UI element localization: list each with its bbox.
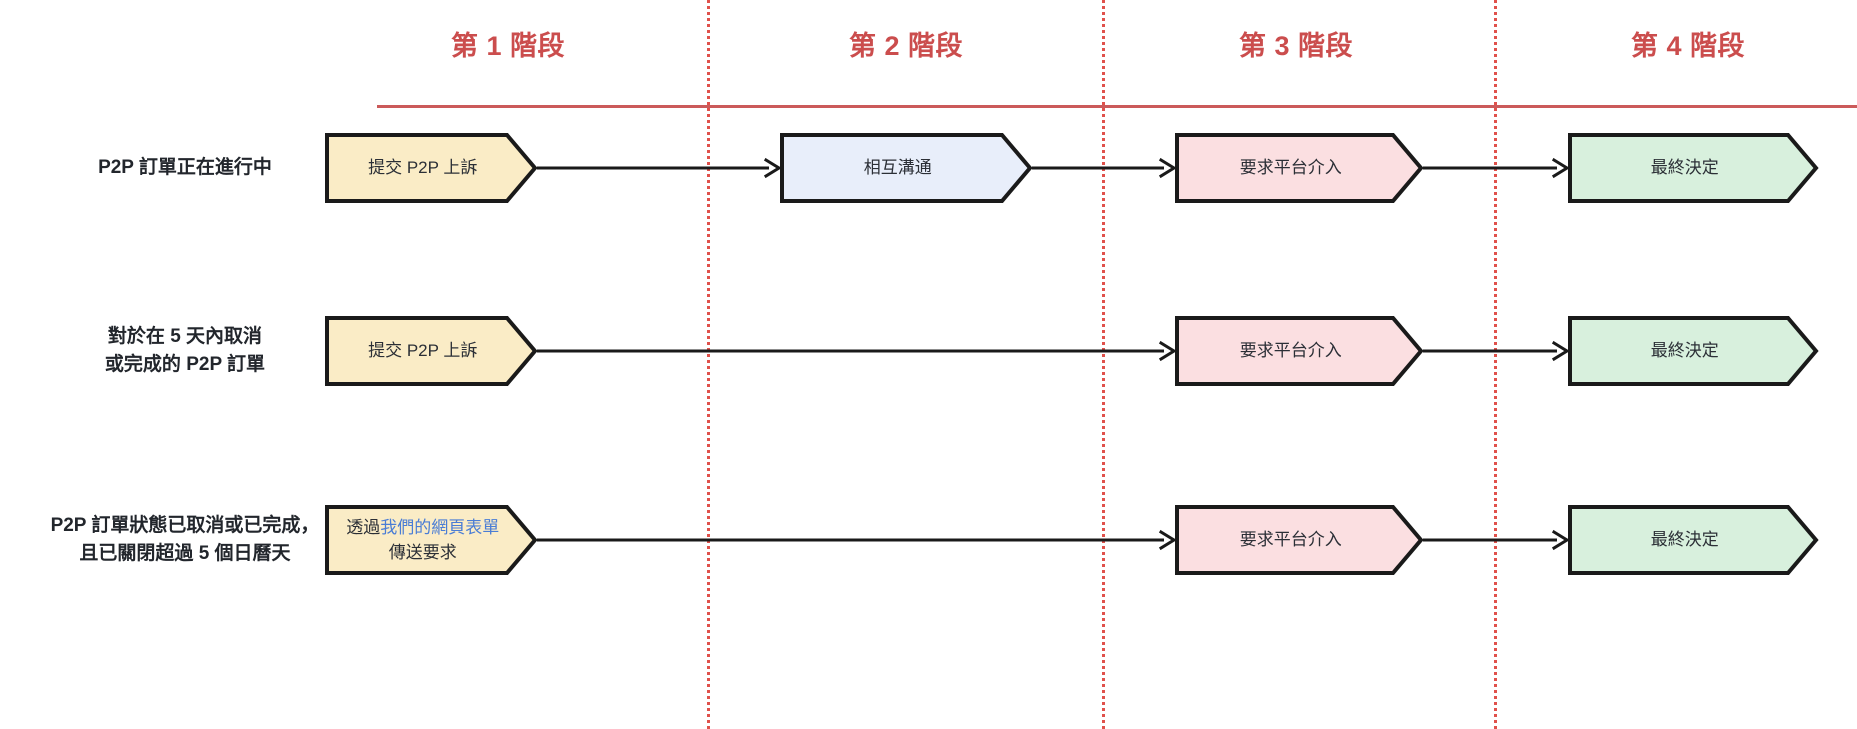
row-label-1: P2P 訂單正在進行中 bbox=[98, 157, 272, 179]
chevron-shape bbox=[780, 133, 1033, 203]
flow-node[interactable]: 要求平台介入 bbox=[1175, 316, 1424, 386]
flow-node[interactable]: 相互溝通 bbox=[780, 133, 1033, 203]
chevron-shape bbox=[1568, 133, 1819, 203]
flow-node[interactable]: 要求平台介入 bbox=[1175, 133, 1424, 203]
chevron-shape bbox=[325, 505, 538, 575]
flow-node[interactable]: 最終決定 bbox=[1568, 316, 1819, 386]
chevron-shape bbox=[1568, 505, 1819, 575]
row-label-2: 對於在 5 天內取消 或完成的 P2P 訂單 bbox=[104, 326, 266, 375]
phase-divider-2 bbox=[1102, 0, 1105, 729]
phase-label-3: 第 3 階段 bbox=[1238, 31, 1354, 61]
connector-arrow bbox=[537, 339, 1177, 363]
phase-label-4: 第 4 階段 bbox=[1630, 31, 1746, 61]
chevron-shape bbox=[325, 133, 538, 203]
flow-node[interactable]: 最終決定 bbox=[1568, 133, 1819, 203]
phase-divider-3 bbox=[1494, 0, 1497, 729]
flow-node[interactable]: 提交 P2P 上訴 bbox=[325, 316, 538, 386]
chevron-shape bbox=[1175, 505, 1424, 575]
chevron-shape bbox=[1175, 316, 1424, 386]
flow-node[interactable]: 要求平台介入 bbox=[1175, 505, 1424, 575]
phase-label-1: 第 1 階段 bbox=[450, 31, 566, 61]
flow-node[interactable]: 最終決定 bbox=[1568, 505, 1819, 575]
connector-arrow bbox=[537, 156, 782, 180]
chevron-shape bbox=[325, 316, 538, 386]
phase-label-2: 第 2 階段 bbox=[848, 31, 964, 61]
flow-node[interactable]: 提交 P2P 上訴 bbox=[325, 133, 538, 203]
flow-node[interactable]: 透過我們的網頁表單 傳送要求 bbox=[325, 505, 538, 575]
chevron-shape bbox=[1175, 133, 1424, 203]
row-label-3: P2P 訂單狀態已取消或已完成， 且已關閉超過 5 個日曆天 bbox=[50, 515, 320, 564]
connector-arrow bbox=[537, 528, 1177, 552]
chevron-shape bbox=[1568, 316, 1819, 386]
phase-divider-1 bbox=[707, 0, 710, 729]
phase-header-rule bbox=[377, 105, 1857, 108]
